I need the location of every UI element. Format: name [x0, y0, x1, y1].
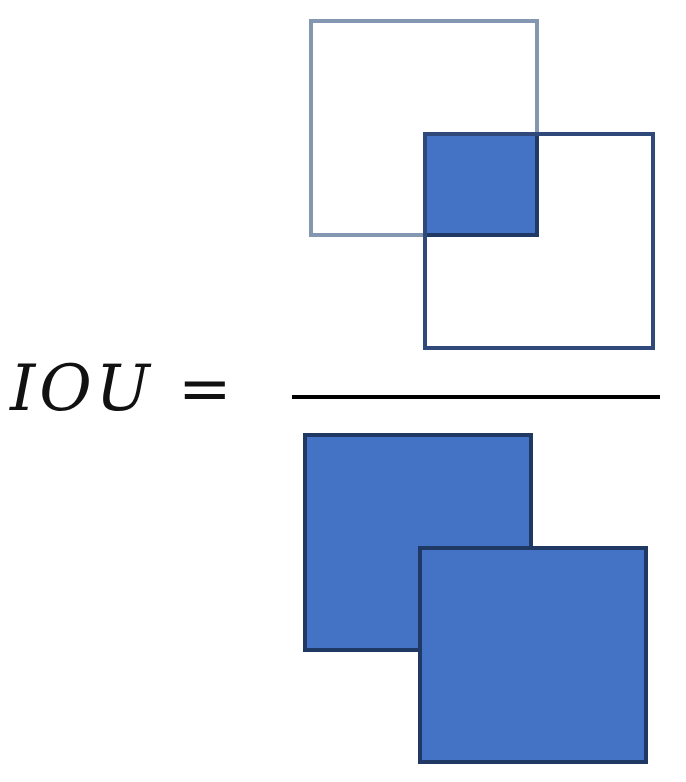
- intersection-area: [423, 132, 539, 237]
- top-box-b: [423, 132, 655, 350]
- iou-label: IOU =: [10, 352, 236, 426]
- union-box-b: [418, 546, 648, 764]
